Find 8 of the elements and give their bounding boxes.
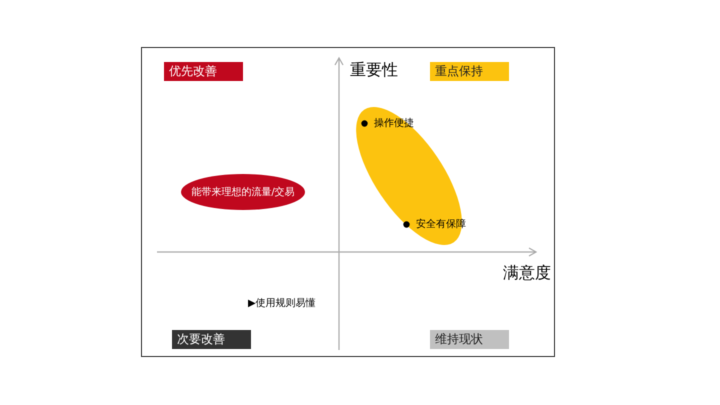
ellipse-node: 能带来理想的流量/交易: [181, 174, 305, 210]
axis-title: 重要性: [350, 60, 398, 81]
quadrant-label: 重点保持: [430, 62, 509, 81]
quadrant-label: 次要改善: [172, 330, 251, 349]
note-text: ▶使用规则易懂: [248, 296, 316, 310]
quadrant-label: 优先改善: [164, 62, 243, 81]
axis-title: 满意度: [503, 263, 551, 284]
quadrant-label: 维持现状: [430, 330, 509, 349]
